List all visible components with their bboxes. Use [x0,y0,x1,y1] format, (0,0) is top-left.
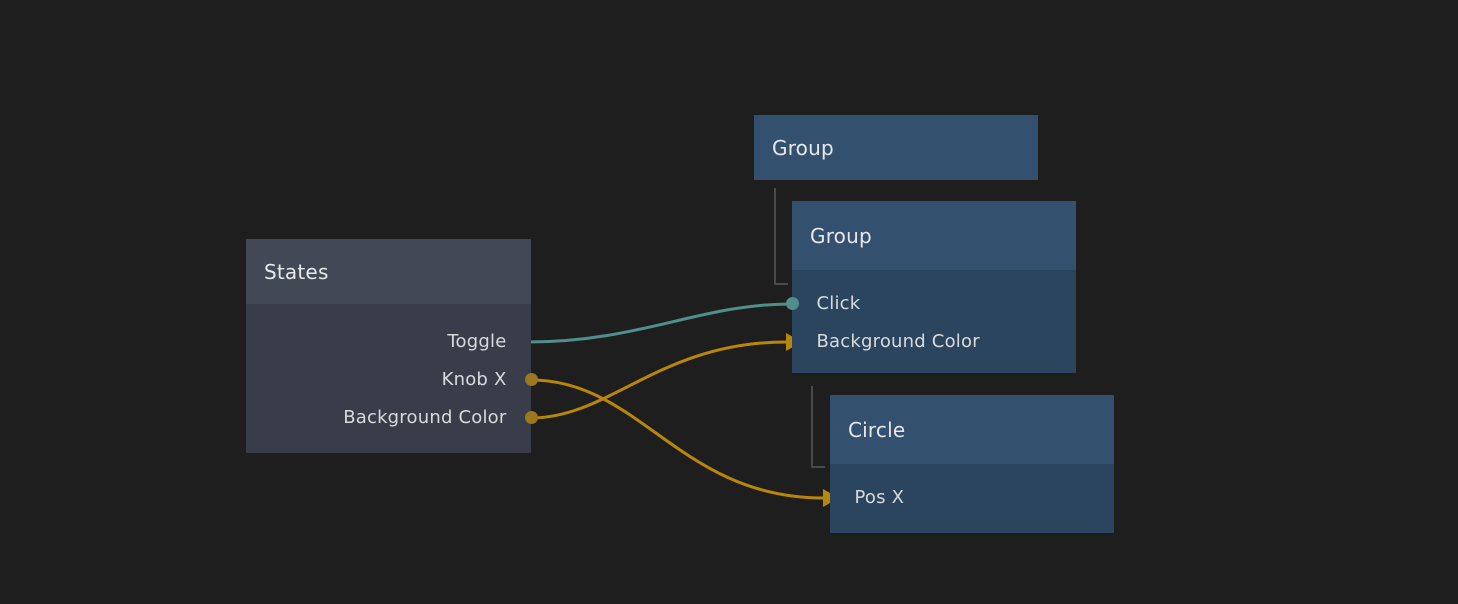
port-out-background-color[interactable]: Background Color [343,407,538,428]
port-dot-orange[interactable] [524,373,538,386]
node-header[interactable]: Group [792,201,1076,270]
port-out-toggle[interactable]: Toggle [447,331,531,352]
port-dot-teal[interactable] [785,297,799,310]
node-group-root[interactable]: Group [754,115,1038,180]
port-in-background-color[interactable]: Background Color [792,331,980,352]
tree-link-vertical [774,188,776,285]
tree-link [774,188,790,285]
edge-path [530,340,787,420]
port-dot-orange[interactable] [524,411,538,424]
node-header[interactable]: Circle [830,395,1114,464]
port-label: Background Color [343,407,507,428]
node-title: States [264,259,329,284]
edge-path [530,378,824,500]
port-in-pos-x[interactable]: Pos X [830,487,904,508]
edge-click-to-toggle[interactable] [512,302,792,351]
port-out-knob-x[interactable]: Knob X [441,369,538,390]
port-label: Pos X [854,487,905,508]
node-title: Circle [848,417,906,442]
node-title: Group [772,135,834,160]
port-in-click[interactable]: Click [785,293,861,314]
node-title: Group [810,223,872,248]
port-label: Background Color [816,331,980,352]
port-label: Knob X [441,369,507,390]
tree-link-horizontal [774,283,788,285]
edge-path [527,302,792,344]
edge-knobx-to-posx[interactable] [530,378,839,507]
node-header[interactable]: Group [754,115,1038,180]
edge-backgroundcolor-to-backgroundcolor[interactable] [530,333,802,420]
node-header[interactable]: States [246,239,531,304]
tree-link [811,386,827,468]
port-label: Click [816,293,861,314]
tree-link-vertical [811,386,813,468]
node-body: Pos X [830,464,1114,533]
port-label: Toggle [447,331,507,352]
tree-link-horizontal [811,466,825,468]
